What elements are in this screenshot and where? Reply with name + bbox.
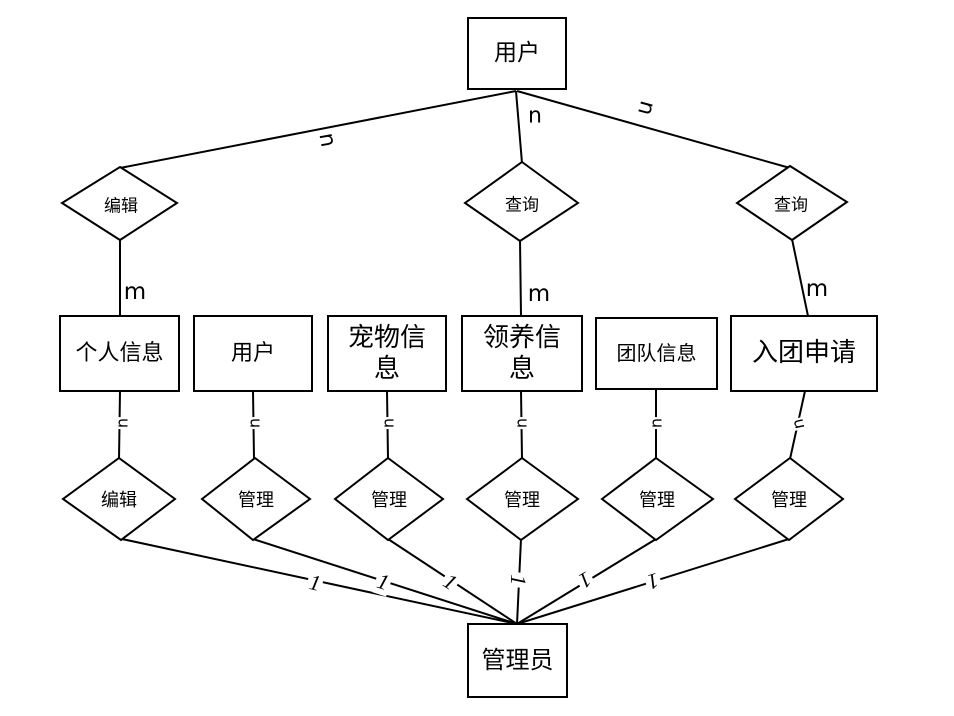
cardinality-n-low-2: n <box>244 416 264 430</box>
connector-line <box>791 238 809 317</box>
entity-team-info-label: 团队信息 <box>616 340 697 365</box>
cardinality-n-low-5: n <box>646 416 666 430</box>
cardinality-n-low-4: n <box>511 416 531 430</box>
cardinality-n-low-1: n <box>112 416 132 430</box>
relation-label-query-mid: 查询 <box>505 195 539 216</box>
relation-diamond-manage-1 <box>200 456 312 542</box>
entity-user-top-label: 用户 <box>494 39 540 66</box>
relation-diamond-edit-top <box>60 165 179 242</box>
connector-line <box>516 90 791 169</box>
entity-adoption-info-label: 领养信息 <box>482 322 561 384</box>
entity-join-request-label: 入团申请 <box>751 338 856 369</box>
relation-label-manage-5: 管理 <box>771 490 807 511</box>
cardinality-m-left: m <box>123 279 147 305</box>
cardinality-n-low-3: n <box>378 416 398 430</box>
relation-diamonds <box>60 160 849 542</box>
relation-label-query-right: 查询 <box>774 195 808 216</box>
relation-diamond-manage-2 <box>333 456 445 542</box>
entity-user-mid: 用户 <box>193 315 313 392</box>
entity-user-mid-label: 用户 <box>230 340 275 366</box>
connector-line <box>119 90 517 169</box>
relation-diamond-edit-bottom <box>61 456 177 542</box>
entity-admin-label: 管理员 <box>481 646 554 675</box>
cardinality-m-mid: m <box>527 281 551 307</box>
entity-pet-info: 宠物信息 <box>327 315 447 392</box>
entity-admin: 管理员 <box>467 623 568 698</box>
cardinality-m-right: m <box>805 276 829 302</box>
entity-join-request: 入团申请 <box>730 315 878 392</box>
entity-personal-info-label: 个人信息 <box>75 340 164 366</box>
relation-diamond-manage-4 <box>600 456 715 542</box>
relation-label-edit-top: 编辑 <box>104 196 138 217</box>
relation-diamond-query-right <box>735 164 849 242</box>
cardinality-one-4: 1 <box>504 572 532 588</box>
connector-line <box>519 239 522 317</box>
entity-personal-info: 个人信息 <box>59 315 180 392</box>
entity-user-top: 用户 <box>467 17 567 90</box>
relation-diamond-query-mid <box>463 160 580 243</box>
relation-label-manage-4: 管理 <box>639 490 675 511</box>
relation-label-manage-3: 管理 <box>504 490 540 511</box>
cardinality-n-top-mid: n <box>528 103 542 129</box>
entity-pet-info-label: 宠物信息 <box>347 322 426 384</box>
relation-label-edit-bottom: 编辑 <box>101 490 137 511</box>
entity-team-info: 团队信息 <box>595 317 718 390</box>
connector-line <box>515 90 523 164</box>
relation-diamond-manage-5 <box>733 456 845 542</box>
relation-diamond-manage-3 <box>465 456 580 542</box>
entity-adoption-info: 领养信息 <box>461 315 583 392</box>
relation-label-manage-2: 管理 <box>371 490 407 511</box>
relation-label-manage-1: 管理 <box>238 490 274 511</box>
